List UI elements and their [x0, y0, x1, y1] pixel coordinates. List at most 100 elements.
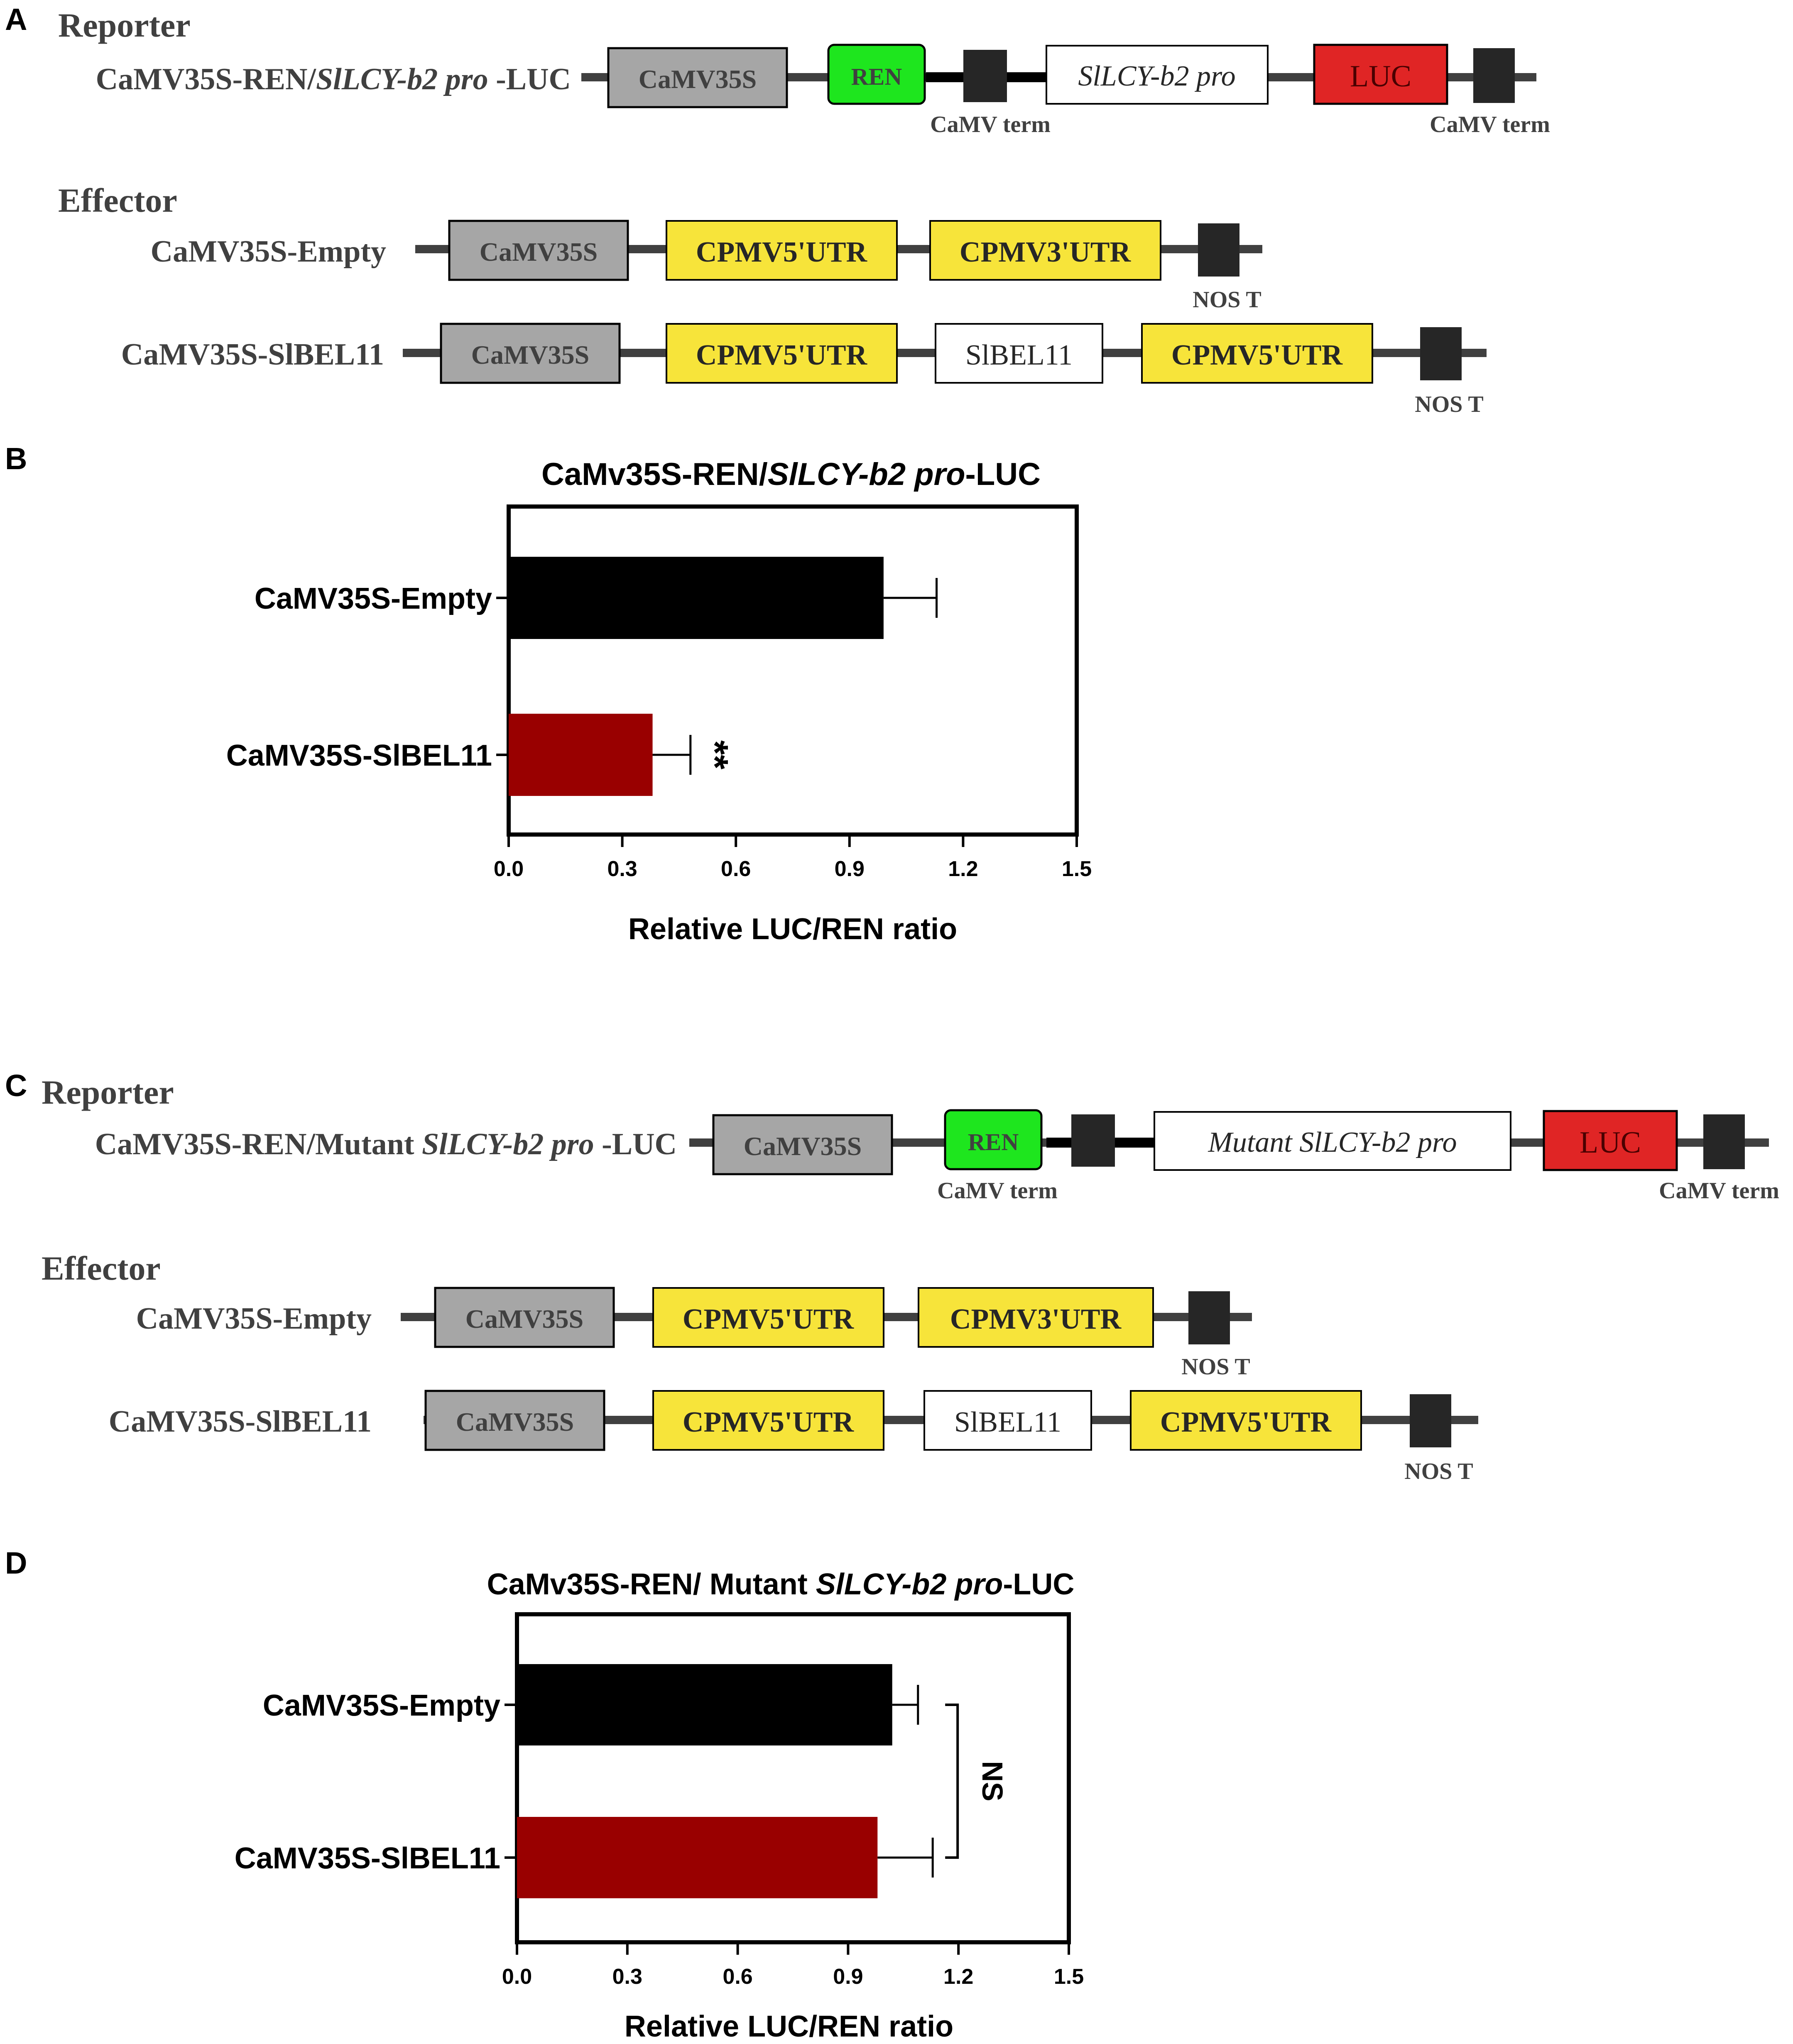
chart-b-title: CaMv35S-REN/SlLCY-b2 pro-LUC — [541, 457, 1041, 492]
mutant-camv-term-label-2: CaMV term — [1659, 1178, 1779, 1204]
mutant-effector-bel11-cpmv5utr2-box — [1130, 1390, 1362, 1451]
mutant-effector-empty-camv35s-label: CaMV35S — [465, 1304, 583, 1334]
category-label-1: CaMV35S-SlBEL11 — [235, 1842, 500, 1875]
mutant-promoter-box-label: Mutant SlLCY-b2 pro — [1208, 1126, 1457, 1158]
effector-bel11-cpmv5utr2-box — [1141, 323, 1373, 384]
effector-bel11-nos-label: NOS T — [1415, 392, 1483, 417]
camv-terminator-2 — [1473, 48, 1515, 103]
effector-bel11-cpmv5utr2-label: CPMV5'UTR — [1171, 339, 1343, 371]
effector-empty-camv35s-box — [448, 220, 629, 281]
x-tick-label-3: 0.9 — [833, 1965, 863, 1989]
panel-d-chart: D CaMv35S-REN/ Mutant SlLCY-b2 pro-LUC 0… — [5, 1546, 1084, 2043]
mutant-ren-gene-box — [944, 1109, 1043, 1170]
panel-c-constructs: C Reporter CaMV35S-REN/Mutant SlLCY-b2 p… — [5, 1068, 1779, 1484]
panel-a-constructs: A Reporter CaMV35S-REN/SlLCY-b2 pro -LUC… — [5, 2, 1550, 417]
chart-d-title-promoter: SlLCY-b2 pro — [816, 1568, 1003, 1601]
camv-term-label-2: CaMV term — [1430, 112, 1550, 137]
mutant-effector-empty-cpmv5utr-box — [652, 1287, 884, 1348]
reporter-label-suffix: -LUC — [488, 62, 571, 96]
significance-annotation: ** — [694, 740, 735, 769]
mutant-effector-bel11-cpmv5utr-box — [652, 1390, 884, 1451]
chart-b-xlabel: Relative LUC/REN ratio — [628, 913, 957, 946]
effector-empty-nos-terminator — [1198, 223, 1239, 277]
x-tick-label-2: 0.6 — [721, 857, 751, 881]
luc-box-label: LUC — [1350, 59, 1411, 93]
effector-bel11-camv35s-box — [440, 323, 621, 384]
mutant-effector-bel11-cpmv5utr2-label: CPMV5'UTR — [1160, 1406, 1332, 1438]
bar-slbel11 — [517, 1817, 878, 1898]
effector-empty-cpmv5utr-label: CPMV5'UTR — [696, 236, 868, 268]
mutant-camv-terminator-2 — [1703, 1114, 1745, 1169]
bar-slbel11 — [509, 714, 653, 796]
x-tick-label-5: 1.5 — [1054, 1965, 1084, 1989]
chart-b-frame — [507, 504, 1079, 837]
mutant-effector-bel11-nos-label: NOS T — [1404, 1459, 1473, 1484]
bar-empty — [517, 1664, 892, 1745]
mutant-camv35s-box-label: CaMV35S — [744, 1131, 862, 1161]
mutant-reporter-label-promoter: SlLCY-b2 pro — [422, 1127, 594, 1161]
mutant-sllcy-b2-promoter-box — [1154, 1111, 1511, 1171]
panel-label-a: A — [5, 2, 27, 37]
mutant-effector-empty-label: CaMV35S-Empty — [136, 1302, 372, 1336]
effector-empty-label: CaMV35S-Empty — [151, 235, 386, 269]
camv35s-promoter-box — [607, 47, 788, 108]
mutant-effector-bel11-camv35s-box — [424, 1390, 605, 1451]
x-tick-label-2: 0.6 — [723, 1965, 752, 1989]
ren-gene-box — [827, 44, 926, 105]
reporter-label: CaMV35S-REN/SlLCY-b2 pro -LUC — [96, 62, 571, 96]
effector-bel11-cpmv5utr-box — [666, 323, 898, 384]
mutant-camv-terminator-1 — [1071, 1114, 1115, 1167]
effector-bel11-gene-box — [935, 323, 1103, 384]
panel-label-d: D — [5, 1546, 27, 1580]
mutant-camv35s-promoter-box — [712, 1114, 893, 1175]
x-tick-label-1: 0.3 — [607, 857, 637, 881]
effector-empty-cpmv5utr-box — [666, 220, 898, 281]
mutant-effector-bel11-gene-label: SlBEL11 — [954, 1406, 1061, 1438]
chart-d-title-prefix: CaMv35S-REN/ Mutant — [487, 1568, 816, 1601]
chart-d-title: CaMv35S-REN/ Mutant SlLCY-b2 pro-LUC — [487, 1568, 1075, 1601]
mutant-reporter-heading: Reporter — [42, 1073, 174, 1111]
mutant-effector-empty-cpmv3utr-label: CPMV3'UTR — [950, 1303, 1122, 1335]
mutant-effector-empty-cpmv3utr-box — [918, 1287, 1154, 1348]
ren-box-label: REN — [851, 63, 902, 90]
effector-empty-cpmv3utr-label: CPMV3'UTR — [960, 236, 1132, 268]
effector-empty-camv35s-label: CaMV35S — [480, 237, 598, 267]
camv-terminator-1 — [963, 50, 1007, 102]
mutant-effector-bel11-gene-box — [923, 1390, 1092, 1451]
category-label-0: CaMV35S-Empty — [255, 582, 492, 615]
camv35s-box-label: CaMV35S — [639, 64, 757, 94]
chart-b-title-promoter: SlLCY-b2 pro — [768, 457, 965, 492]
mutant-effector-bel11-nos-terminator — [1410, 1394, 1451, 1447]
effector-bel11-nos-terminator — [1420, 327, 1462, 380]
effector-heading: Effector — [58, 181, 177, 219]
reporter-label-prefix: CaMV35S-REN/ — [96, 62, 317, 96]
category-label-0: CaMV35S-Empty — [263, 1689, 500, 1722]
significance-bracket — [945, 1704, 959, 1859]
x-tick-label-4: 1.2 — [948, 857, 978, 881]
promoter-box-label: SlLCY-b2 pro — [1078, 60, 1235, 92]
mutant-effector-empty-nos-label: NOS T — [1181, 1354, 1250, 1380]
luc-gene-box — [1313, 44, 1448, 105]
effector-empty-cpmv3utr-box — [929, 220, 1161, 281]
mutant-ren-box-label: REN — [968, 1128, 1019, 1155]
mutant-effector-empty-camv35s-box — [434, 1287, 615, 1348]
significance-annotation: NS — [976, 1761, 1009, 1801]
x-tick-label-0: 0.0 — [494, 857, 524, 881]
mutant-effector-heading: Effector — [42, 1249, 161, 1287]
chart-d-frame — [515, 1612, 1071, 1944]
x-tick-label-1: 0.3 — [612, 1965, 642, 1989]
reporter-heading: Reporter — [58, 6, 191, 44]
x-tick-label-4: 1.2 — [943, 1965, 973, 1989]
mutant-effector-bel11-camv35s-label: CaMV35S — [456, 1407, 574, 1437]
mutant-effector-bel11-cpmv5utr-label: CPMV5'UTR — [683, 1406, 855, 1438]
effector-bel11-cpmv5utr-label: CPMV5'UTR — [696, 339, 868, 371]
mutant-camv-term-label-1: CaMV term — [937, 1178, 1058, 1204]
chart-b-title-prefix: CaMv35S-REN/ — [541, 457, 768, 492]
effector-bel11-camv35s-label: CaMV35S — [471, 340, 589, 370]
mutant-luc-box-label: LUC — [1580, 1126, 1641, 1160]
mutant-effector-bel11-label: CaMV35S-SlBEL11 — [109, 1405, 372, 1439]
